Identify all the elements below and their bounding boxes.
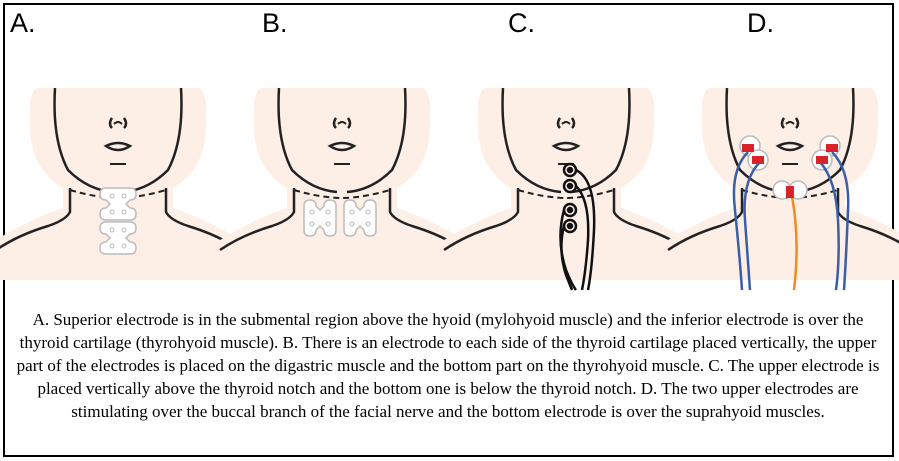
panel-c-figure [444, 88, 688, 290]
electrode-clip-left-lower [752, 156, 764, 164]
panel-b-figure [220, 88, 464, 280]
panel-a-figure [0, 88, 240, 280]
figure-caption: A. Superior electrode is in the submenta… [8, 308, 888, 423]
panel-d-figure [668, 88, 899, 290]
electrode-clip-right-upper [826, 144, 838, 152]
electrode-clip-bottom [786, 186, 794, 198]
electrode-clip-left-upper [742, 144, 754, 152]
electrode-clip-right-lower [816, 156, 828, 164]
illustration-area [0, 0, 899, 300]
